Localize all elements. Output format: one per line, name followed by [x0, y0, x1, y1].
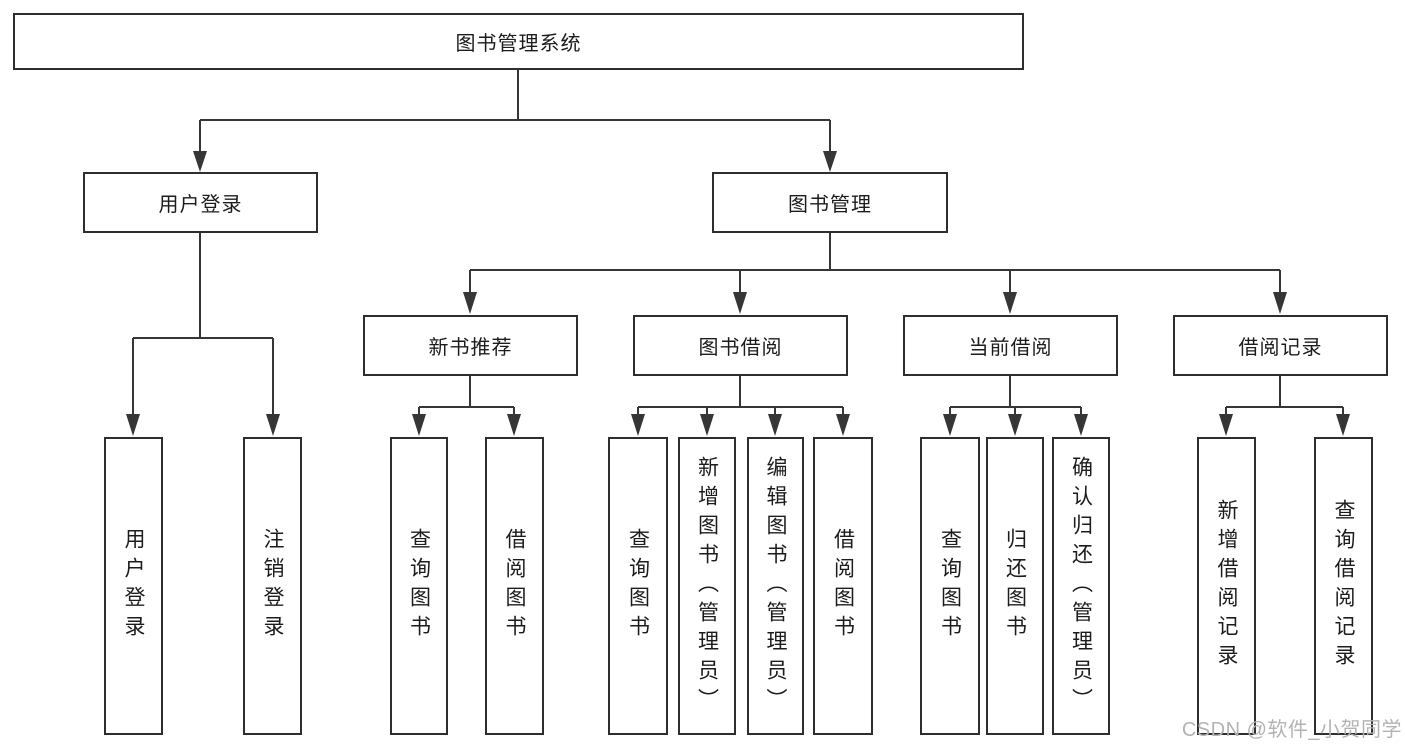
node-confirm-return-admin: 确认归还（管理员）	[1052, 437, 1110, 735]
node-query-books-recommend: 查询图书	[390, 437, 448, 735]
node-add-borrow-record: 新增借阅记录	[1197, 437, 1256, 735]
node-query-books-current: 查询图书	[920, 437, 980, 735]
node-borrow-books-recommend: 借阅图书	[485, 437, 544, 735]
node-new-book-recommend: 新书推荐	[363, 315, 578, 376]
node-logout-leaf: 注销登录	[243, 437, 302, 735]
node-user-login-leaf: 用户登录	[104, 437, 163, 735]
node-book-borrowing: 图书借阅	[633, 315, 848, 376]
node-add-books-admin: 新增图书（管理员）	[678, 437, 736, 735]
node-query-borrow-record: 查询借阅记录	[1314, 437, 1373, 735]
node-user-login: 用户登录	[83, 172, 318, 233]
node-query-books-borrowing: 查询图书	[608, 437, 668, 735]
node-book-management: 图书管理	[712, 172, 948, 233]
node-edit-books-admin: 编辑图书（管理员）	[747, 437, 804, 735]
node-return-books: 归还图书	[986, 437, 1044, 735]
arrowheads	[126, 151, 1350, 436]
node-borrow-books-leaf: 借阅图书	[813, 437, 873, 735]
node-borrow-records: 借阅记录	[1173, 315, 1388, 376]
node-library-system: 图书管理系统	[13, 13, 1024, 70]
csdn-watermark: CSDN @软件_小贺同学	[1181, 719, 1402, 741]
node-current-borrowing: 当前借阅	[903, 315, 1118, 376]
